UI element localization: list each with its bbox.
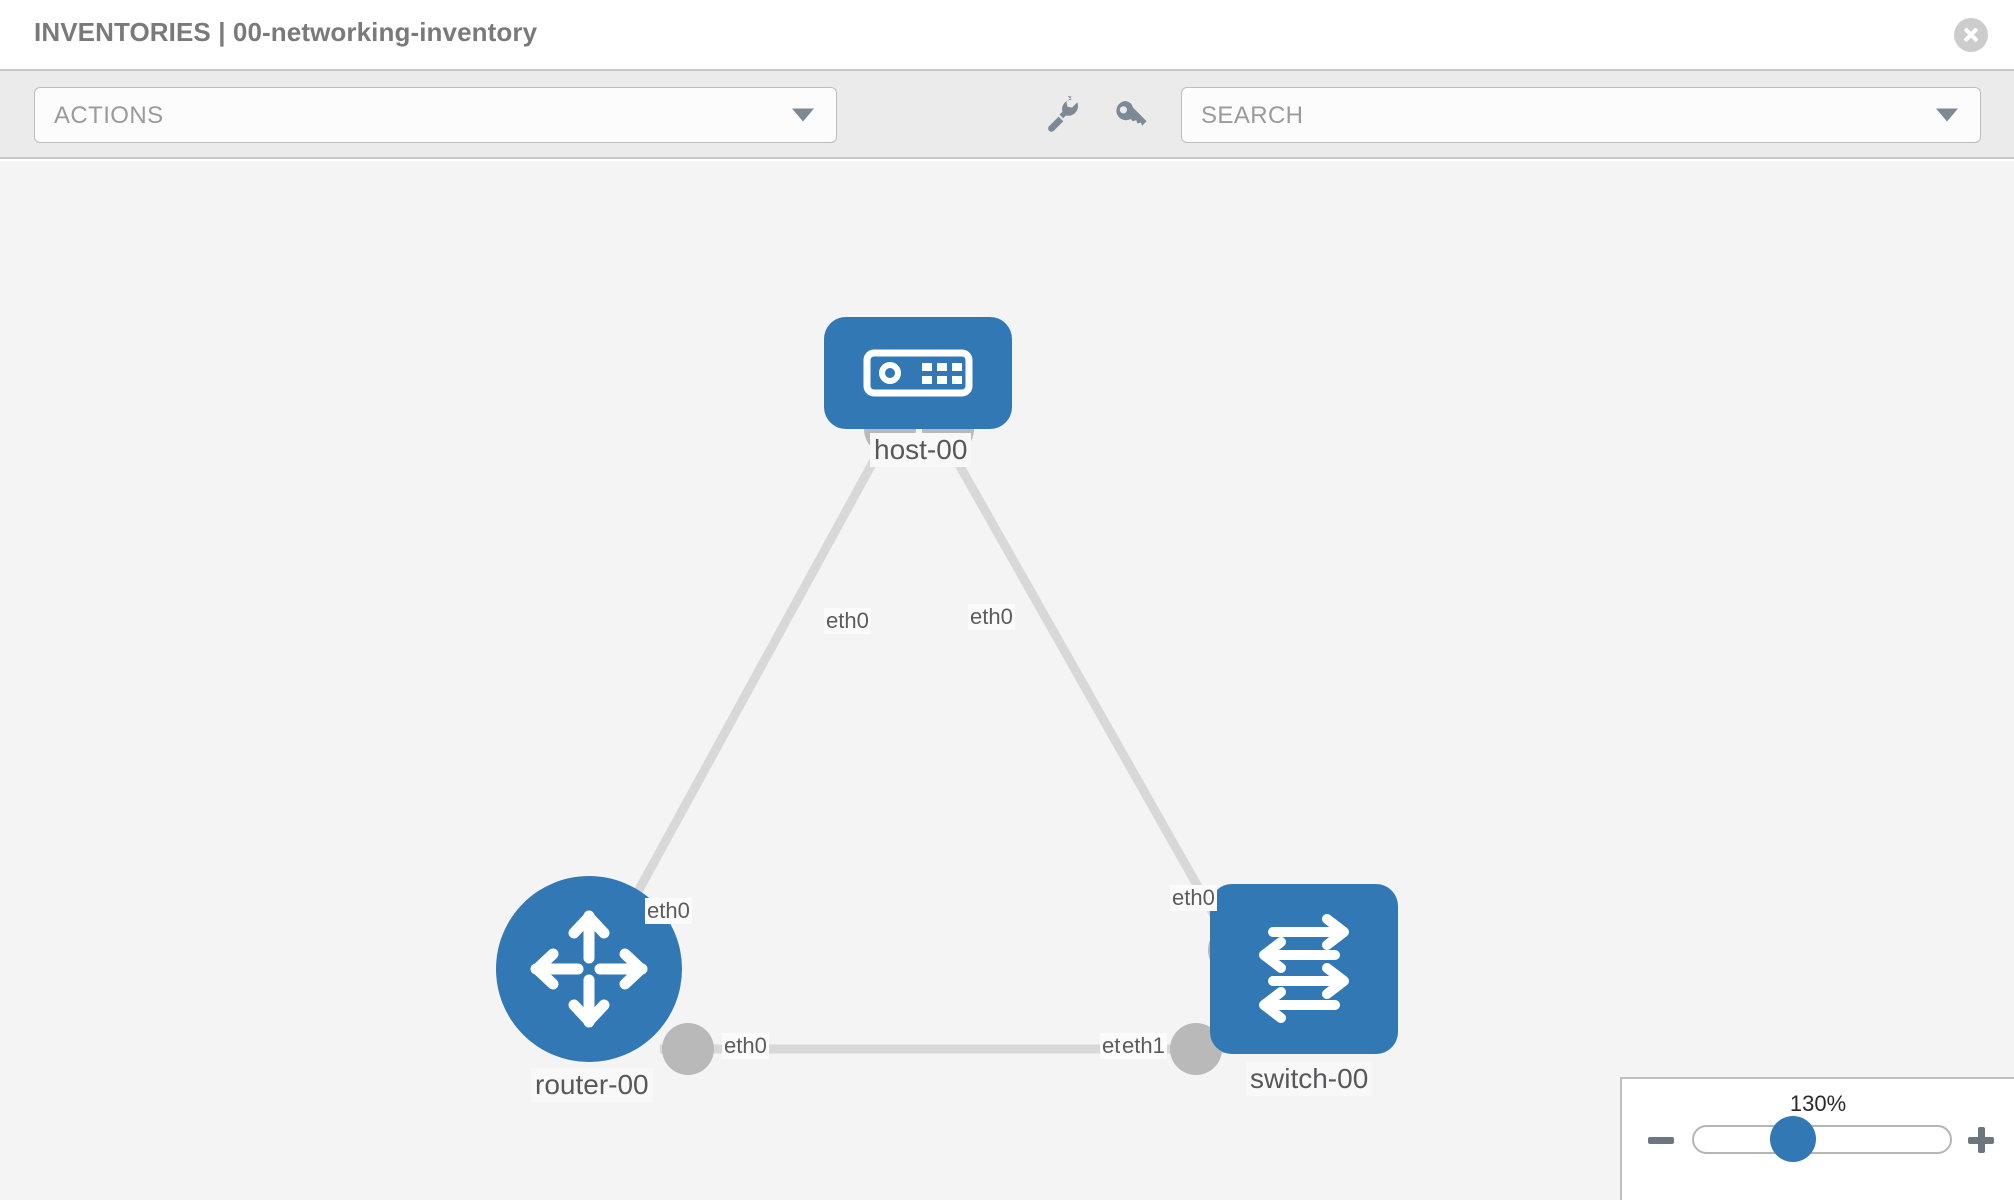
chevron-down-icon [1936, 108, 1958, 122]
chevron-down-icon [792, 108, 814, 122]
search-placeholder: SEARCH [1201, 102, 1304, 129]
iface-label-host-right[interactable]: eth0 [968, 604, 1015, 630]
page-title: INVENTORIES | 00-networking-inventory [34, 17, 538, 47]
node-switch-00-shape[interactable] [1210, 884, 1398, 1054]
zoom-level-value: 130% [1789, 1091, 1847, 1116]
actions-dropdown-label: ACTIONS [54, 102, 164, 129]
iface-label-router-upper[interactable]: eth0 [645, 898, 692, 924]
zoom-out-button[interactable] [1646, 1125, 1676, 1155]
zoom-control-panel: 130% [1620, 1077, 2014, 1200]
interface-nub-router-right[interactable] [662, 1023, 714, 1075]
router-arrows-icon [530, 910, 648, 1028]
page-header: INVENTORIES | 00-networking-inventory [0, 0, 2014, 69]
toolbar: ACTIONS SEARCH [0, 69, 2014, 159]
link-host-router[interactable] [596, 428, 894, 964]
link-host-switch[interactable] [936, 428, 1244, 964]
key-icon[interactable] [1110, 93, 1154, 137]
server-icon [863, 349, 973, 397]
iface-label-switch-upper[interactable]: eth0 [1170, 885, 1217, 911]
zoom-slider-thumb[interactable] [1770, 1116, 1816, 1162]
close-icon[interactable] [1954, 18, 1988, 52]
switch-arrows-icon [1259, 914, 1349, 1023]
actions-dropdown[interactable]: ACTIONS [34, 87, 837, 143]
iface-label-host-left[interactable]: eth0 [824, 608, 871, 634]
node-host-00-shape[interactable] [824, 317, 1012, 429]
node-router-00-label: router-00 [531, 1068, 653, 1102]
zoom-in-button[interactable] [1966, 1125, 1996, 1155]
wrench-icon[interactable] [1041, 93, 1085, 137]
zoom-slider[interactable] [1692, 1125, 1952, 1154]
topology-canvas[interactable]: host-00 router-00 [0, 161, 2014, 1200]
iface-label-switch-left[interactable]: eth1 [1120, 1033, 1167, 1059]
node-switch-00-label: switch-00 [1246, 1062, 1373, 1096]
iface-label-router-right[interactable]: eth0 [722, 1033, 769, 1059]
interface-nub-switch-left[interactable] [1170, 1023, 1222, 1075]
topology-graph [579, 403, 1260, 1075]
node-host-00-label: host-00 [870, 433, 972, 467]
search-input[interactable]: SEARCH [1181, 87, 1981, 143]
